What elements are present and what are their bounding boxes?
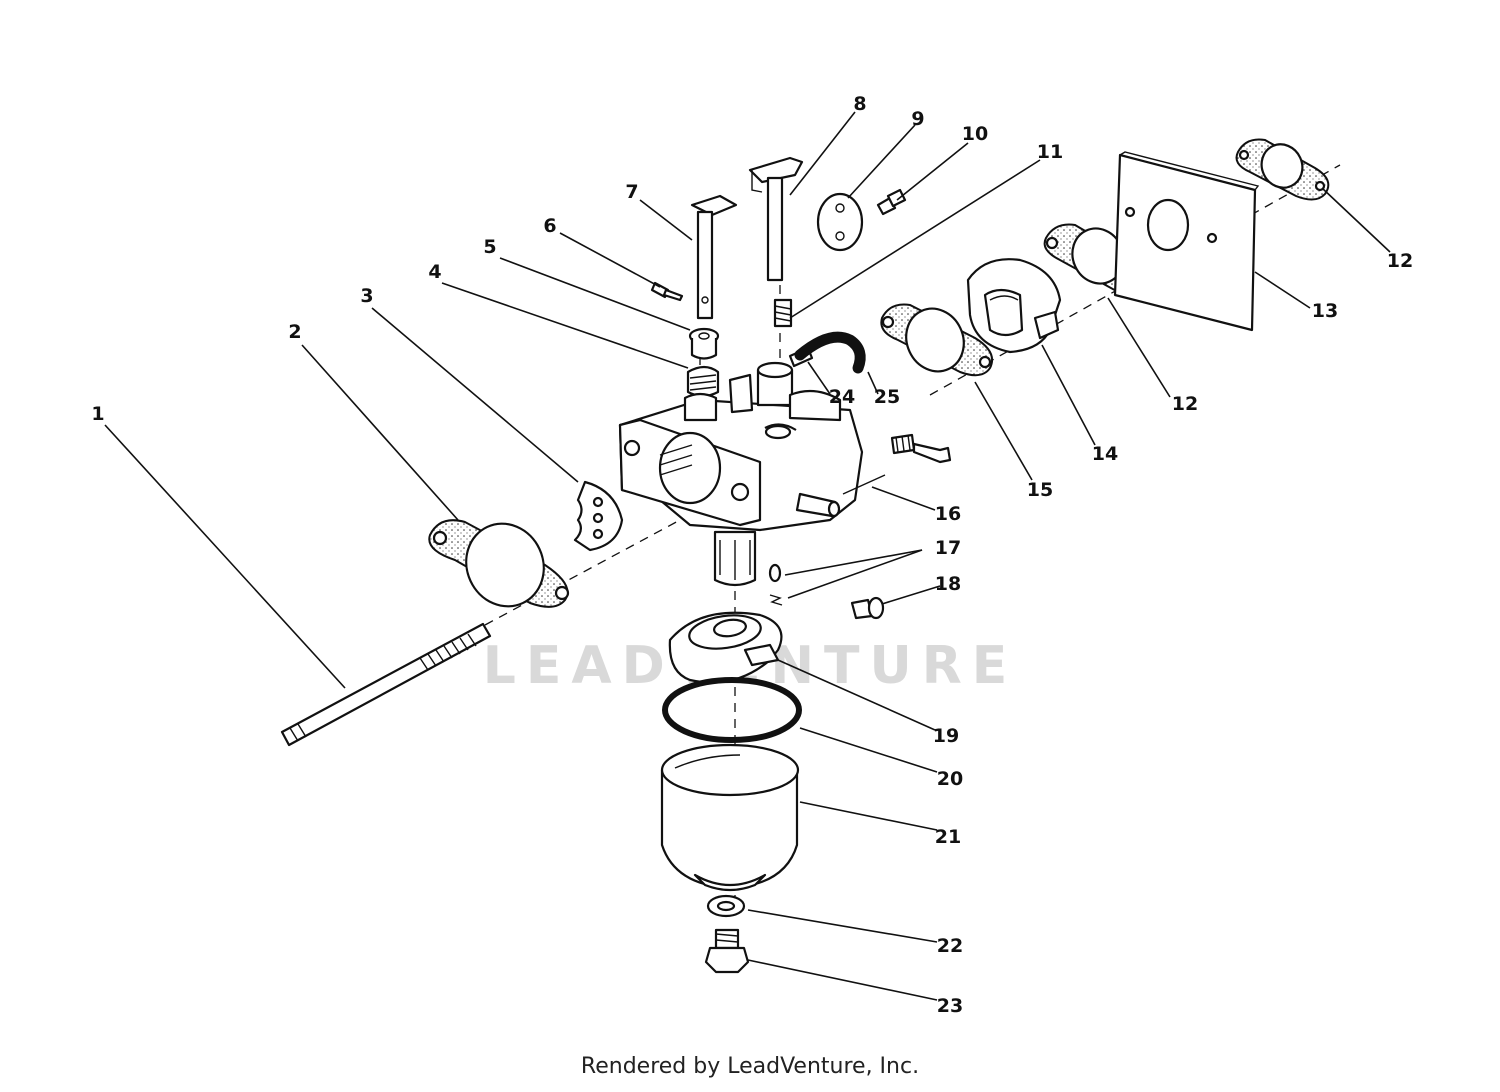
callout-24: 24: [829, 386, 855, 408]
callout-22: 22: [937, 935, 963, 957]
callout-8: 8: [853, 93, 866, 115]
part-6-screw[interactable]: [650, 281, 684, 302]
part-9-throttle-plate[interactable]: [816, 192, 864, 252]
callout-14: 14: [1092, 443, 1118, 465]
part-20-bowl-gasket[interactable]: [662, 677, 802, 743]
callout-3: 3: [360, 285, 373, 307]
callout-12-b: 12: [1172, 393, 1198, 415]
callout-23: 23: [937, 995, 963, 1017]
callout-25: 25: [874, 386, 900, 408]
part-22-washer[interactable]: [706, 894, 746, 918]
callout-16: 16: [935, 503, 961, 525]
part-1-stud[interactable]: [280, 622, 492, 747]
part-2-gasket[interactable]: [428, 511, 570, 619]
callout-13: 13: [1312, 300, 1338, 322]
part-23-bowl-nut[interactable]: [704, 928, 750, 974]
part-18-screw[interactable]: [850, 596, 885, 620]
leader-lines: [104, 111, 1391, 1001]
footer-credit: Rendered by LeadVenture, Inc.: [580, 1054, 920, 1079]
part-13-plate[interactable]: [1113, 151, 1260, 332]
callout-2: 2: [288, 321, 301, 343]
part-11-idle-screw[interactable]: [773, 298, 793, 328]
callout-19: 19: [933, 725, 959, 747]
part-12-gasket-outer[interactable]: [1235, 138, 1330, 201]
part-5-bushing[interactable]: [688, 327, 720, 360]
callout-15: 15: [1027, 479, 1053, 501]
part-19-float[interactable]: [668, 611, 783, 684]
callout-1: 1: [91, 403, 104, 425]
part-10-screw[interactable]: [876, 188, 907, 216]
callout-4: 4: [428, 261, 441, 283]
callout-21: 21: [935, 826, 961, 848]
callout-11: 11: [1037, 141, 1063, 163]
callout-labels: 1 2 3 4 5 6 7 8 9 10 11 12 12 13 14 15 1…: [91, 93, 1413, 1017]
callout-10: 10: [962, 123, 988, 145]
callout-18: 18: [935, 573, 961, 595]
part-4-spring[interactable]: [686, 365, 720, 398]
callout-17: 17: [935, 537, 961, 559]
callout-7: 7: [625, 181, 638, 203]
callout-6: 6: [543, 215, 556, 237]
callout-9: 9: [911, 108, 924, 130]
part-3-choke-plate[interactable]: [573, 480, 624, 552]
part-7-choke-shaft[interactable]: [690, 194, 738, 320]
part-15-gasket[interactable]: [880, 299, 994, 381]
part-14-spacer[interactable]: [966, 258, 1062, 354]
part-25-fuel-line[interactable]: [794, 331, 866, 374]
part-8-throttle-shaft[interactable]: [748, 156, 804, 282]
part-17-o-ring-spring[interactable]: [768, 563, 783, 606]
carburetor-body[interactable]: [618, 361, 864, 587]
callout-5: 5: [483, 236, 496, 258]
part-21-float-bowl[interactable]: [660, 743, 800, 892]
callout-20: 20: [937, 768, 963, 790]
part-16-needle-screw[interactable]: [842, 433, 952, 495]
callout-12-a: 12: [1387, 250, 1413, 272]
